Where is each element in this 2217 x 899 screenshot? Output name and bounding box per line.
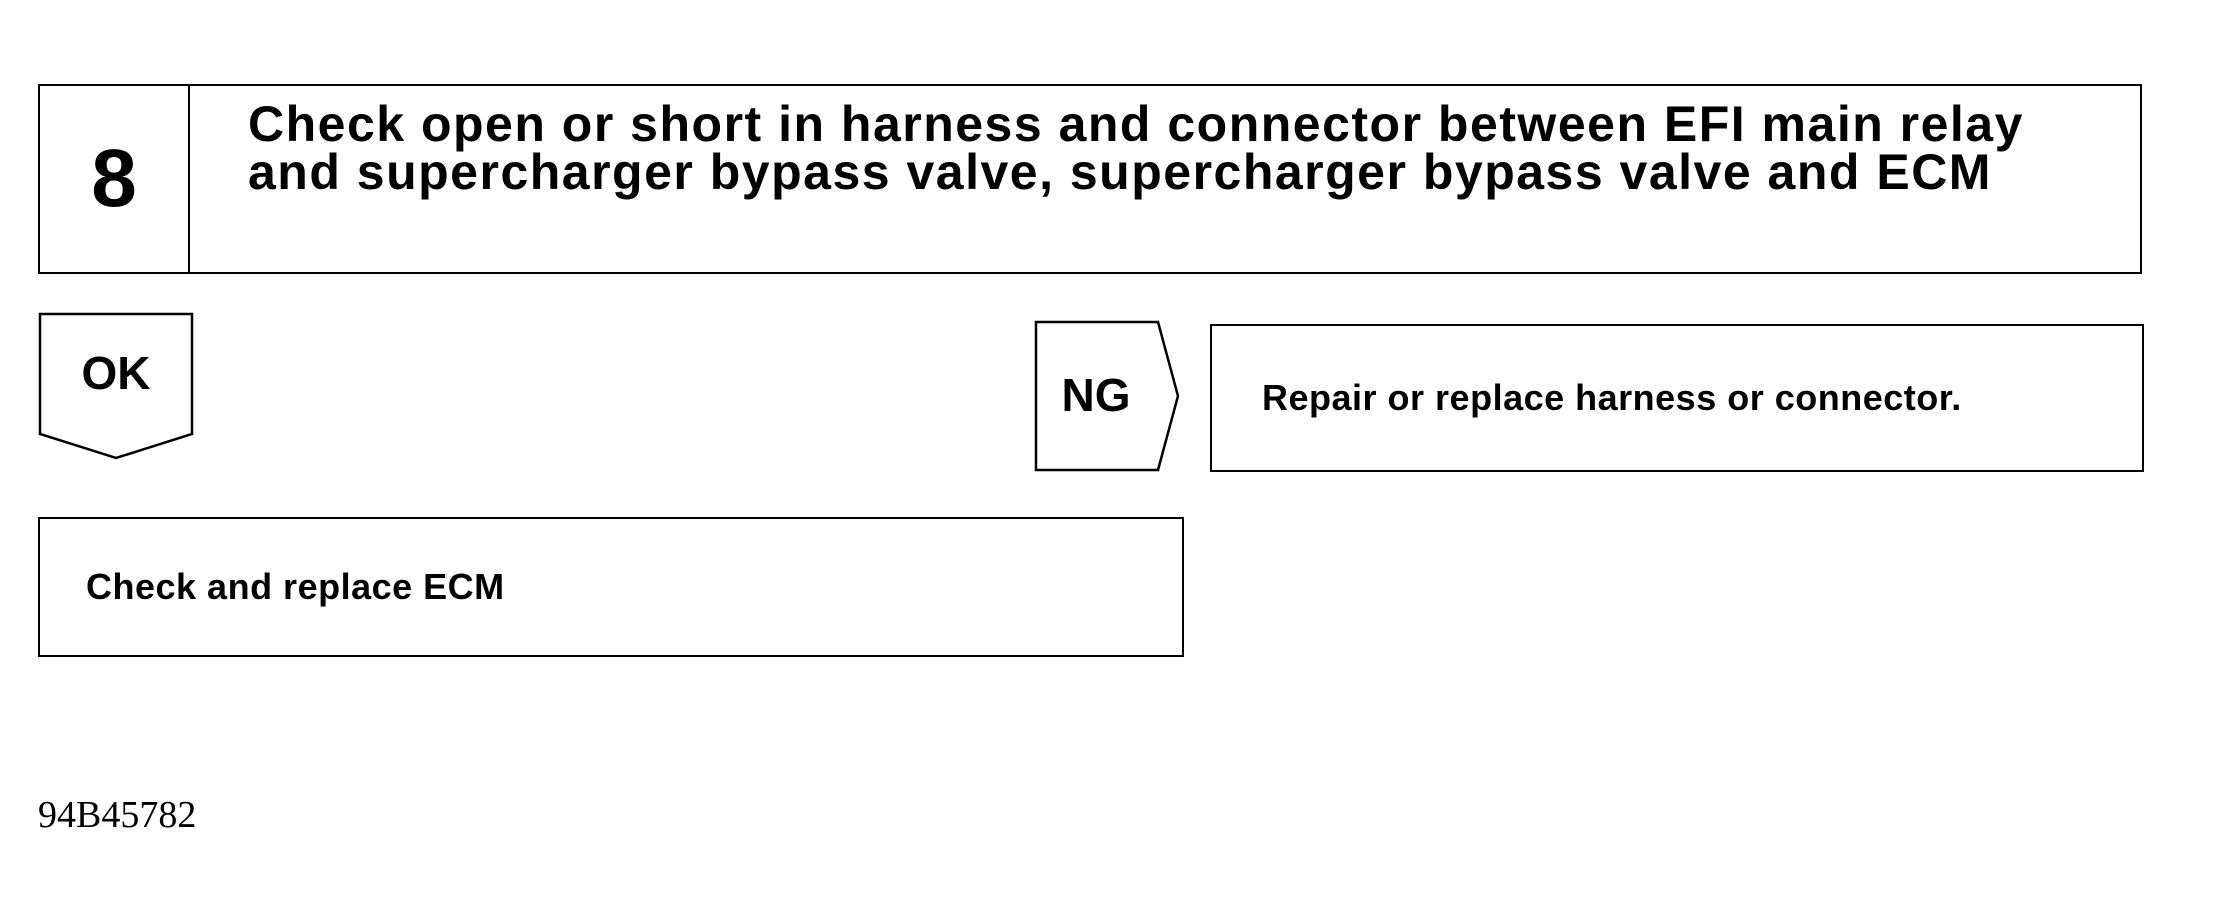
ok-label: OK	[81, 347, 151, 399]
ok-down-arrow-icon	[38, 312, 194, 460]
ng-result-text: Repair or replace harness or connector.	[1262, 377, 1962, 418]
step-header-box: 8 Check open or short in harness and con…	[38, 84, 2142, 274]
step-number-cell: 8	[40, 86, 190, 272]
ok-arrow-shape	[38, 312, 194, 460]
step-number: 8	[91, 133, 137, 224]
ng-label: NG	[1061, 369, 1131, 421]
ng-right-arrow-icon	[1034, 320, 1180, 472]
ng-arrow-shape	[1034, 320, 1180, 472]
ok-result-text: Check and replace ECM	[86, 566, 505, 607]
ok-result-box: Check and replace ECM	[38, 517, 1184, 657]
step-title: Check open or short in harness and conne…	[248, 96, 2024, 200]
ng-result-box: Repair or replace harness or connector.	[1210, 324, 2144, 472]
figure-code: 94B45782	[38, 794, 197, 836]
